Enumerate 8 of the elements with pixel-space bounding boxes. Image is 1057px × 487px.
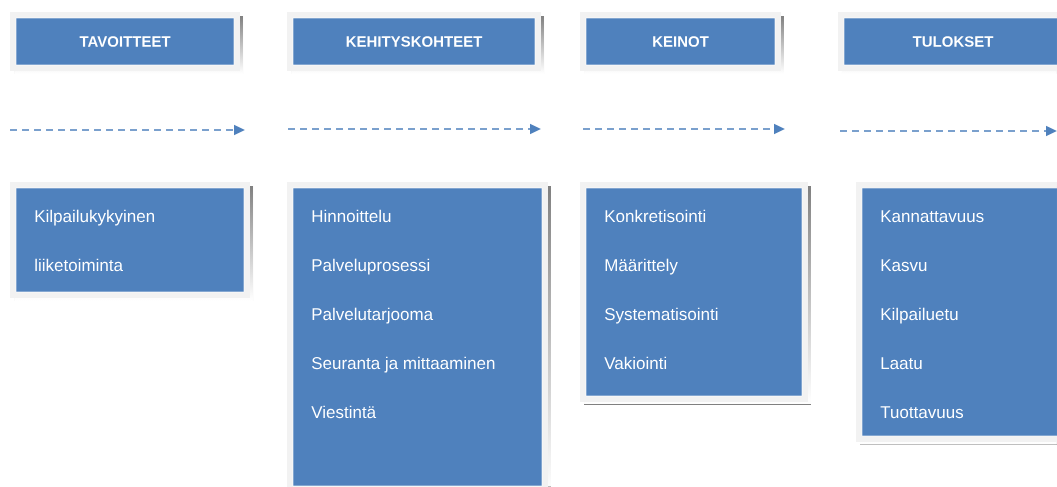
header-box: TAVOITTEET bbox=[10, 12, 243, 74]
header-box: KEINOT bbox=[580, 12, 784, 74]
header-box: TULOKSET bbox=[838, 12, 1057, 74]
header-box: KEHITYSKOHTEET bbox=[287, 12, 544, 74]
list-box: Hinnoittelu Palveluprosessi Palvelutarjooma Seuranta ja mittaaminen Viestintä bbox=[287, 182, 551, 487]
list-box: Konkretisointi Määrittely Systematisointi Vakiointi bbox=[580, 182, 811, 405]
list-box: Kilpailukykyinen liiketoiminta bbox=[10, 182, 253, 301]
list-box: Kannattavuus Kasvu Kilpailuetu Laatu Tuottavuus bbox=[856, 182, 1057, 445]
